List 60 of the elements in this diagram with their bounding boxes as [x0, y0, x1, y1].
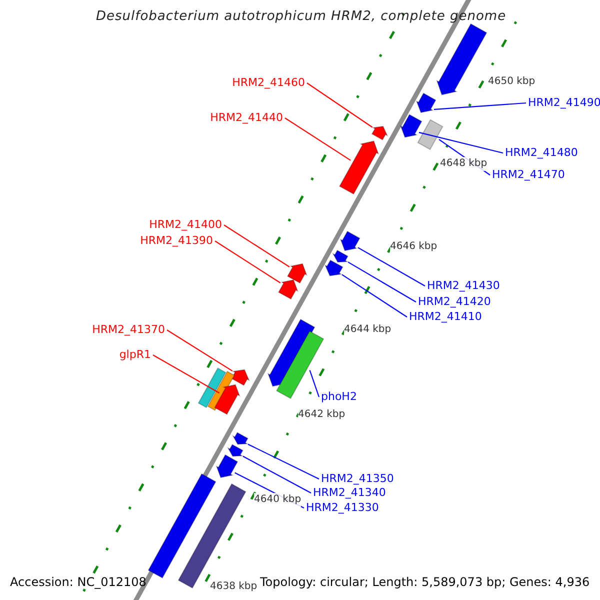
- leader-line: [284, 118, 351, 161]
- leader-line: [418, 132, 504, 154]
- scale-label: 4642 kbp: [298, 408, 346, 422]
- gene-block: [232, 432, 250, 445]
- leader-line: [342, 274, 408, 318]
- gene-label: HRM2_41490: [528, 96, 600, 110]
- gene-segment: [417, 119, 444, 150]
- scale-label: 4646 kbp: [390, 240, 438, 254]
- gene-block: [286, 263, 308, 284]
- gene-block: [416, 92, 436, 114]
- scale-label: 4648 kbp: [440, 157, 488, 171]
- gene-label: phoH2: [321, 390, 357, 404]
- leader-line: [224, 224, 290, 268]
- gene-block: [436, 23, 488, 96]
- leader-line: [242, 456, 312, 494]
- leader-line: [348, 262, 416, 302]
- leader-line: [358, 247, 426, 286]
- leader-line: [166, 330, 233, 372]
- gene-block: [371, 126, 388, 140]
- gene-label: HRM2_41390: [140, 234, 213, 248]
- scale-label: 4644 kbp: [344, 323, 392, 337]
- gene-block: [340, 230, 360, 252]
- leader-line: [214, 240, 281, 284]
- gene-block: [278, 279, 299, 300]
- gene-block: [338, 140, 380, 195]
- scale-label: 4640 kbp: [254, 493, 302, 507]
- gene-label: HRM2_41350: [321, 472, 394, 486]
- gene-label: HRM2_41370: [92, 323, 165, 337]
- gene-block: [226, 444, 244, 457]
- gene-block: [400, 114, 422, 138]
- title: Desulfobacterium autotrophicum HRM2, complete genome: [96, 10, 506, 24]
- leader-line: [438, 139, 490, 176]
- gene-segment: [148, 473, 216, 579]
- footer-text: Accession: NC_012108: [10, 575, 146, 589]
- leader-line: [309, 370, 320, 398]
- gene-block: [324, 260, 344, 276]
- leader-line: [248, 444, 320, 480]
- gene-label: HRM2_41400: [149, 218, 222, 232]
- leader-line: [306, 82, 373, 128]
- gene-label: HRM2_41340: [313, 486, 386, 500]
- gene-label: HRM2_41440: [210, 111, 283, 125]
- gene-label: HRM2_41420: [418, 295, 491, 309]
- scale-label: 4650 kbp: [488, 75, 536, 89]
- gene-block: [230, 369, 250, 386]
- gene-block: [216, 454, 238, 478]
- gene-block: [214, 384, 240, 415]
- gene-label: HRM2_41430: [427, 279, 500, 293]
- gene-label: HRM2_41330: [306, 501, 379, 515]
- gene-block: [332, 250, 349, 263]
- leader-line: [234, 472, 304, 508]
- gene-label: HRM2_41480: [505, 146, 578, 160]
- gene-label: HRM2_41410: [409, 310, 482, 324]
- leader-line: [152, 354, 220, 394]
- leader-line: [434, 102, 526, 110]
- gene-segment: [198, 367, 226, 408]
- footer-text: Topology: circular; Length: 5,589,073 bp; Genes: 4,936: [260, 575, 590, 589]
- gene-label: glpR1: [119, 348, 151, 362]
- scale-label: 4638 kbp: [210, 580, 258, 594]
- gene-label: HRM2_41460: [232, 76, 305, 90]
- gene-label: HRM2_41470: [492, 168, 565, 182]
